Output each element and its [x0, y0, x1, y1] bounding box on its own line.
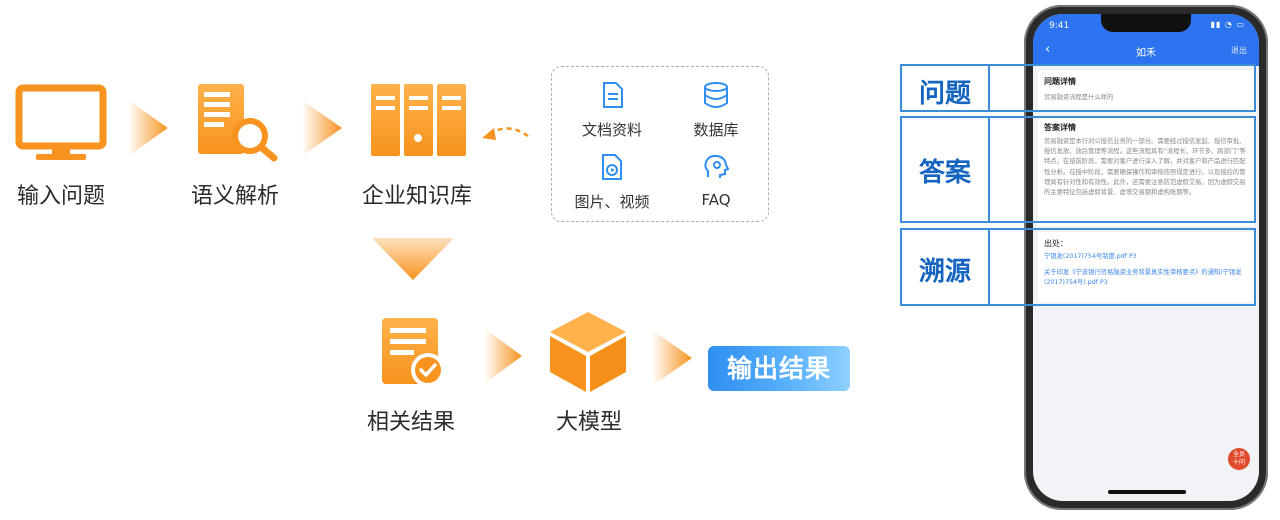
question-text: 贸易融资流程是什么样的: [1044, 94, 1114, 101]
callout-divider: [988, 64, 990, 112]
callout-answer: 答案: [900, 116, 1256, 223]
source-item-documents: 文档资料: [562, 81, 662, 140]
source-card: 出处： 宁银发(2017)754号制度.pdf P3 关于印发《宁波银行贸易融资…: [1038, 232, 1254, 302]
related-results-icon: [382, 318, 445, 387]
app-bar: 9:41 ▮▮ ◔ ▭ ‹ 如禾 退出: [1033, 14, 1259, 66]
step-llm-label: 大模型: [555, 410, 622, 435]
status-bar: 9:41 ▮▮ ◔ ▭: [1033, 20, 1259, 34]
semantic-parse-icon: [198, 84, 278, 162]
answer-text: 贸易融资是本行对公授信业务的一部分。需要经过授信发起、授信审批、授信发放、放后管…: [1044, 138, 1246, 197]
knowledge-base-icon: [371, 84, 466, 156]
answer-card: 答案详情 贸易融资是本行对公授信业务的一部分。需要经过授信发起、授信审批、授信发…: [1038, 116, 1254, 226]
notch: [1101, 14, 1191, 32]
source-item-faq: FAQ: [666, 153, 766, 209]
step-related-label: 相关结果: [366, 410, 455, 435]
source-label: 数据库: [693, 121, 739, 139]
callout-divider: [988, 228, 990, 306]
image-video-icon: [602, 154, 622, 180]
callout-source: 溯源: [900, 228, 1256, 306]
source-link[interactable]: 宁银发(2017)754号制度.pdf P3: [1044, 253, 1137, 260]
phone-screen: 9:41 ▮▮ ◔ ▭ ‹ 如禾 退出 问题详情 贸易融资流程是什么样的 答案详…: [1033, 14, 1259, 501]
callout-question: 问题: [900, 64, 1256, 112]
step-kb-label: 企业知识库: [361, 184, 472, 209]
exit-button[interactable]: 退出: [1231, 46, 1247, 55]
output-result-badge: 输出结果: [708, 346, 850, 391]
seal-logo: 全员十问: [1228, 448, 1250, 470]
source-label: FAQ: [701, 191, 731, 209]
source-to-kb-arrow: [489, 127, 529, 138]
document-icon: [603, 82, 623, 108]
callout-divider: [988, 116, 990, 223]
source-label: 文档资料: [581, 121, 642, 139]
answer-heading: 答案详情: [1044, 123, 1076, 132]
flow-arrow-right: [484, 328, 522, 384]
cube-icon: [550, 312, 626, 392]
flow-arrow-right: [652, 330, 692, 386]
flow-arrow-right: [302, 100, 342, 156]
question-heading: 问题详情: [1044, 77, 1076, 86]
database-icon: [704, 82, 728, 108]
step-parse-label: 语义解析: [190, 184, 279, 209]
home-indicator: [1108, 490, 1186, 494]
callout-answer-title: 答案: [918, 158, 971, 188]
arrow-head-icon: [482, 128, 496, 140]
source-item-image-video: 图片、视频: [562, 153, 662, 212]
nav-title: 如禾: [1136, 48, 1156, 59]
faq-icon: [704, 154, 730, 178]
source-link[interactable]: 关于印发《宁波银行贸易融资业务背景真实性审核要点》的通知(宁银发(2017)75…: [1044, 269, 1242, 287]
callout-question-title: 问题: [918, 79, 971, 109]
step-input-label: 输入问题: [16, 184, 105, 209]
back-icon[interactable]: ‹: [1045, 42, 1051, 57]
source-item-database: 数据库: [666, 81, 766, 140]
status-time: 9:41: [1049, 21, 1070, 31]
callout-source-title: 溯源: [918, 257, 971, 287]
data-sources-box: 文档资料 数据库 图片、视频 FAQ: [551, 66, 769, 222]
source-label: 图片、视频: [574, 193, 650, 211]
flow-arrow-down: [372, 238, 454, 280]
source-heading: 出处：: [1044, 239, 1068, 248]
question-card: 问题详情 贸易融资流程是什么样的: [1038, 70, 1254, 110]
flow-arrow-right: [128, 100, 168, 156]
signal-battery-icon: ▮▮ ◔ ▭: [1210, 20, 1245, 29]
monitor-icon: [15, 84, 107, 160]
